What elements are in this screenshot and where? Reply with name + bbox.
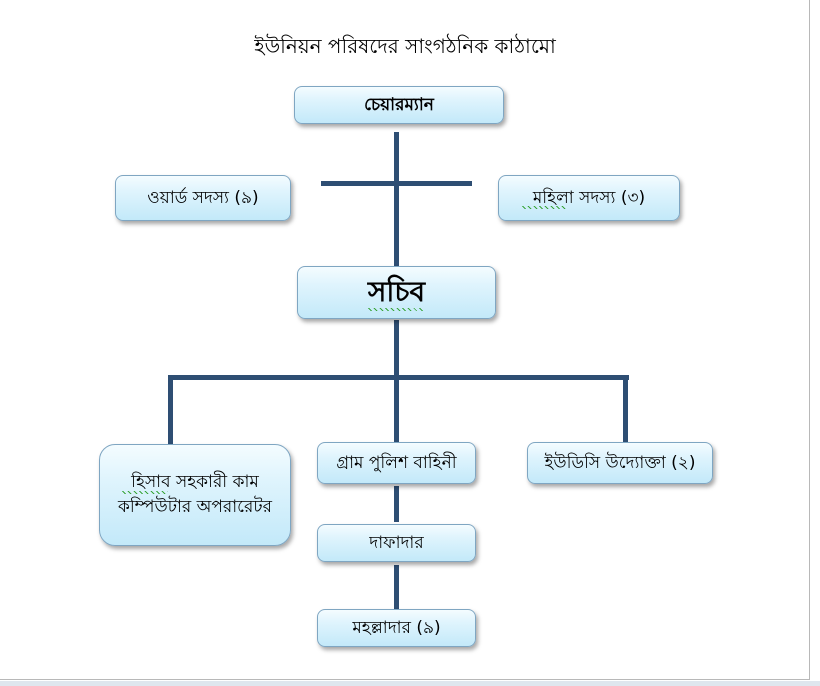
mahalladar-box: মহল্লাদার (৯) xyxy=(317,609,476,647)
chairman-label: চেয়ারম্যান xyxy=(364,94,434,115)
page-border xyxy=(0,0,810,680)
secretary-box: সচিব xyxy=(297,266,496,319)
accountant-operator-box: হিসাব সহকারী কাম কম্পিউটার অপরারেটর xyxy=(99,444,291,546)
ward-members-label: ওয়ার্ড সদস্য (৯) xyxy=(147,187,259,208)
spellcheck-underline xyxy=(368,308,424,311)
branch-middle-drop xyxy=(394,375,399,445)
spellcheck-underline xyxy=(522,206,566,209)
dafadar-box: দাফাদার xyxy=(317,524,476,562)
branch-right-drop xyxy=(623,375,628,445)
ward-members-box: ওয়ার্ড সদস্য (৯) xyxy=(115,175,291,221)
members-crossbar xyxy=(321,181,472,186)
women-members-box: মহিলা সদস্য (৩) xyxy=(498,175,680,221)
dafadar-label: দাফাদার xyxy=(369,532,424,553)
police-to-dafadar-line xyxy=(394,486,399,522)
accountant-label-line2: কম্পিউটার অপরারেটর xyxy=(118,497,272,517)
uisc-entrepreneur-label: ইউডিসি উদ্যোক্তা (২) xyxy=(544,452,696,473)
bottom-strip xyxy=(0,681,820,686)
branch-left-drop xyxy=(168,375,173,445)
village-police-label: গ্রাম পুলিশ বাহিনী xyxy=(336,452,457,473)
dafadar-to-mahalladar-line xyxy=(394,565,399,611)
diagram-title: ইউনিয়ন পরিষদের সাংগঠনিক কাঠামো xyxy=(254,34,556,58)
spellcheck-underline xyxy=(122,491,168,494)
mahalladar-label: মহল্লাদার (৯) xyxy=(352,617,441,638)
chairman-box: চেয়ারম্যান xyxy=(294,86,504,124)
secretary-down-line xyxy=(394,320,399,378)
chair-to-secretary-line xyxy=(394,132,399,268)
accountant-label-line1: হিসাব সহকারী কাম xyxy=(131,472,259,493)
secretary-label: সচিব xyxy=(367,275,426,309)
uisc-entrepreneur-box: ইউডিসি উদ্যোক্তা (২) xyxy=(527,442,713,484)
women-members-label: মহিলা সদস্য (৩) xyxy=(532,187,646,208)
village-police-box: গ্রাম পুলিশ বাহিনী xyxy=(317,442,476,484)
